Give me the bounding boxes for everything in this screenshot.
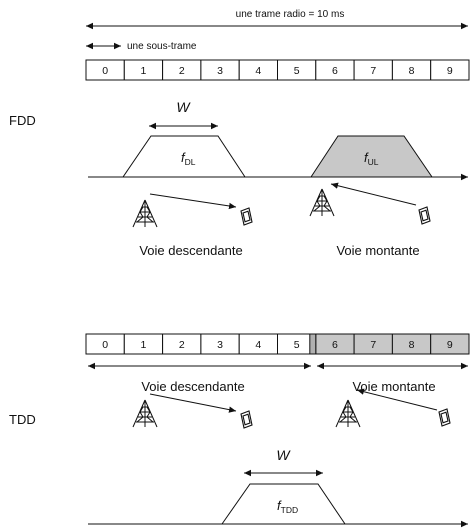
mobile-phone-icon [418,206,431,225]
subframe-number: 2 [179,65,185,77]
subframe-number: 4 [255,65,261,77]
fdd-bandwidth-label: W [176,99,191,115]
tdd-band [221,483,346,525]
subframe-number: 6 [332,65,338,77]
fdd-downlink-label: Voie descendante [139,243,242,258]
subframe-number: 0 [102,339,108,351]
subframe-number: 8 [409,339,415,351]
subframe-number: 7 [370,65,376,77]
fdd-label: FDD [9,113,36,128]
fdd-downlink-arrow [149,193,237,210]
tdd-label: TDD [9,412,36,427]
base-station-icon [335,399,361,428]
tdd-frequency-label: fTDD [277,498,298,515]
tdd-downlink-label: Voie descendante [141,379,244,394]
fdd-ul-frequency-label: fUL [364,150,379,167]
subframe-cell [430,333,470,355]
tdd-uplink-label: Voie montante [352,379,435,394]
subframe-number: 7 [370,339,376,351]
guard-period [309,333,317,355]
tdd-subframe-row: 0 1 2 3 4 5 6 7 8 9 [85,333,470,355]
base-station-icon [309,188,335,217]
mobile-phone-icon [240,207,253,226]
base-station-icon [132,399,158,428]
subframe-number: 1 [141,65,147,77]
subframe-label: une sous-trame [127,41,197,52]
subframe-number: 9 [447,65,453,77]
fdd-uplink-arrow [330,182,417,206]
mobile-phone-icon [240,410,253,429]
mobile-phone-icon [438,408,451,427]
radio-frame-label: une trame radio = 10 ms [236,9,345,20]
subframe-number: 3 [217,339,223,351]
tdd-downlink-arrow [149,393,237,413]
subframe-number: 6 [332,339,338,351]
fdd-subframe-row: 0 1 2 3 4 5 6 7 8 9 [85,59,470,81]
tdd-bandwidth-label: W [276,447,291,463]
subframe-number: 2 [179,339,185,351]
subframe-number: 5 [294,65,300,77]
base-station-icon [132,199,158,228]
subframe-number: 5 [294,339,300,351]
fdd-dl-frequency-label: fDL [181,150,196,167]
subframe-number: 3 [217,65,223,77]
subframe-number: 8 [409,65,415,77]
subframe-number: 9 [447,339,453,351]
subframe-number: 4 [255,339,261,351]
tdd-uplink-arrow [356,388,438,411]
subframe-cell [430,59,470,81]
subframe-number: 1 [141,339,147,351]
fdd-uplink-label: Voie montante [336,243,419,258]
subframe-number: 0 [102,65,108,77]
